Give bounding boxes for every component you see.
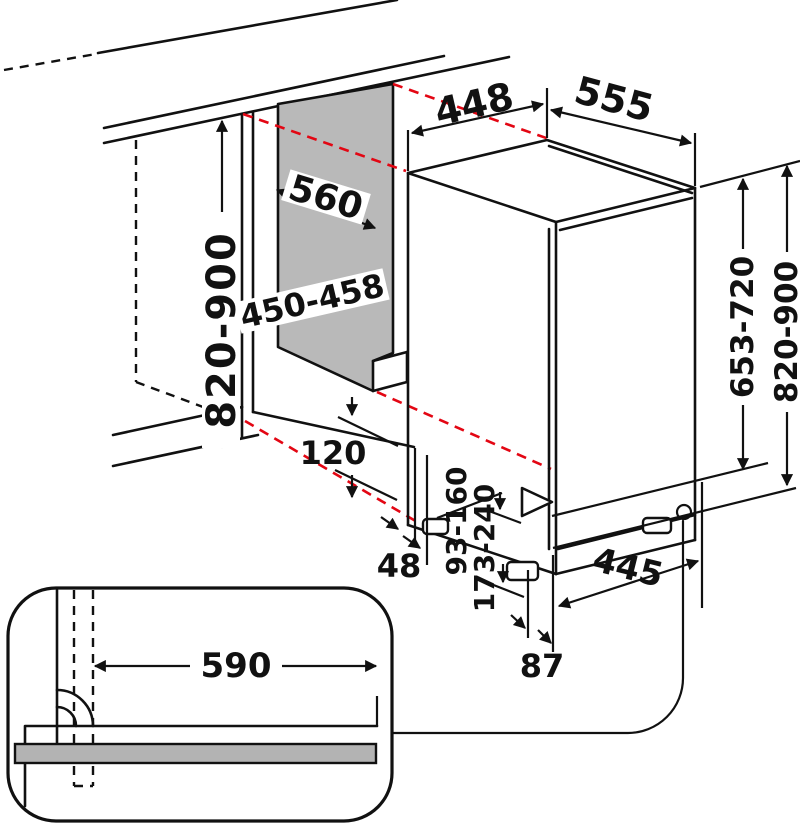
dim-448-label: 448 [430, 74, 517, 135]
dim-820-900-left: 820-900 [199, 119, 245, 449]
dim-48-label: 48 [377, 547, 422, 585]
cabinet-niche [240, 82, 416, 449]
dim-173-240-label: 173-240 [468, 484, 501, 613]
niche-side-panel [276, 82, 395, 393]
dim-820-900-right-label: 820-900 [769, 261, 800, 403]
dim-87: 87 [510, 555, 565, 685]
dim-173-240: 173-240 [468, 484, 525, 613]
dim-445: 445 [557, 482, 704, 609]
detail-inset: 590 [6, 586, 394, 823]
dim-48: 48 [377, 448, 429, 585]
dim-653-720-label: 653-720 [725, 256, 761, 398]
dim-87-label: 87 [520, 647, 565, 685]
dim-120: 120 [300, 397, 399, 501]
dim-590: 590 [93, 646, 378, 686]
plinth-section [13, 696, 379, 808]
dim-93-160-label: 93-160 [440, 466, 473, 575]
dim-653-720: 653-720 [551, 159, 800, 518]
door-notch [520, 486, 554, 518]
dim-590-label: 590 [201, 646, 272, 686]
plinth-bar [13, 742, 378, 765]
dim-445-label: 445 [589, 540, 668, 596]
callout-line [390, 519, 685, 735]
countertop [3, 0, 511, 145]
dim-93-160: 93-160 [436, 466, 522, 576]
dim-820-900-right: 820-900 [552, 164, 800, 550]
hidden-edges [134, 140, 223, 416]
dishwasher [406, 138, 697, 582]
dim-120-label: 120 [300, 434, 367, 472]
dim-820-900-left-label: 820-900 [199, 231, 245, 429]
hose-hole [675, 503, 693, 521]
dim-555-label: 555 [570, 68, 658, 131]
